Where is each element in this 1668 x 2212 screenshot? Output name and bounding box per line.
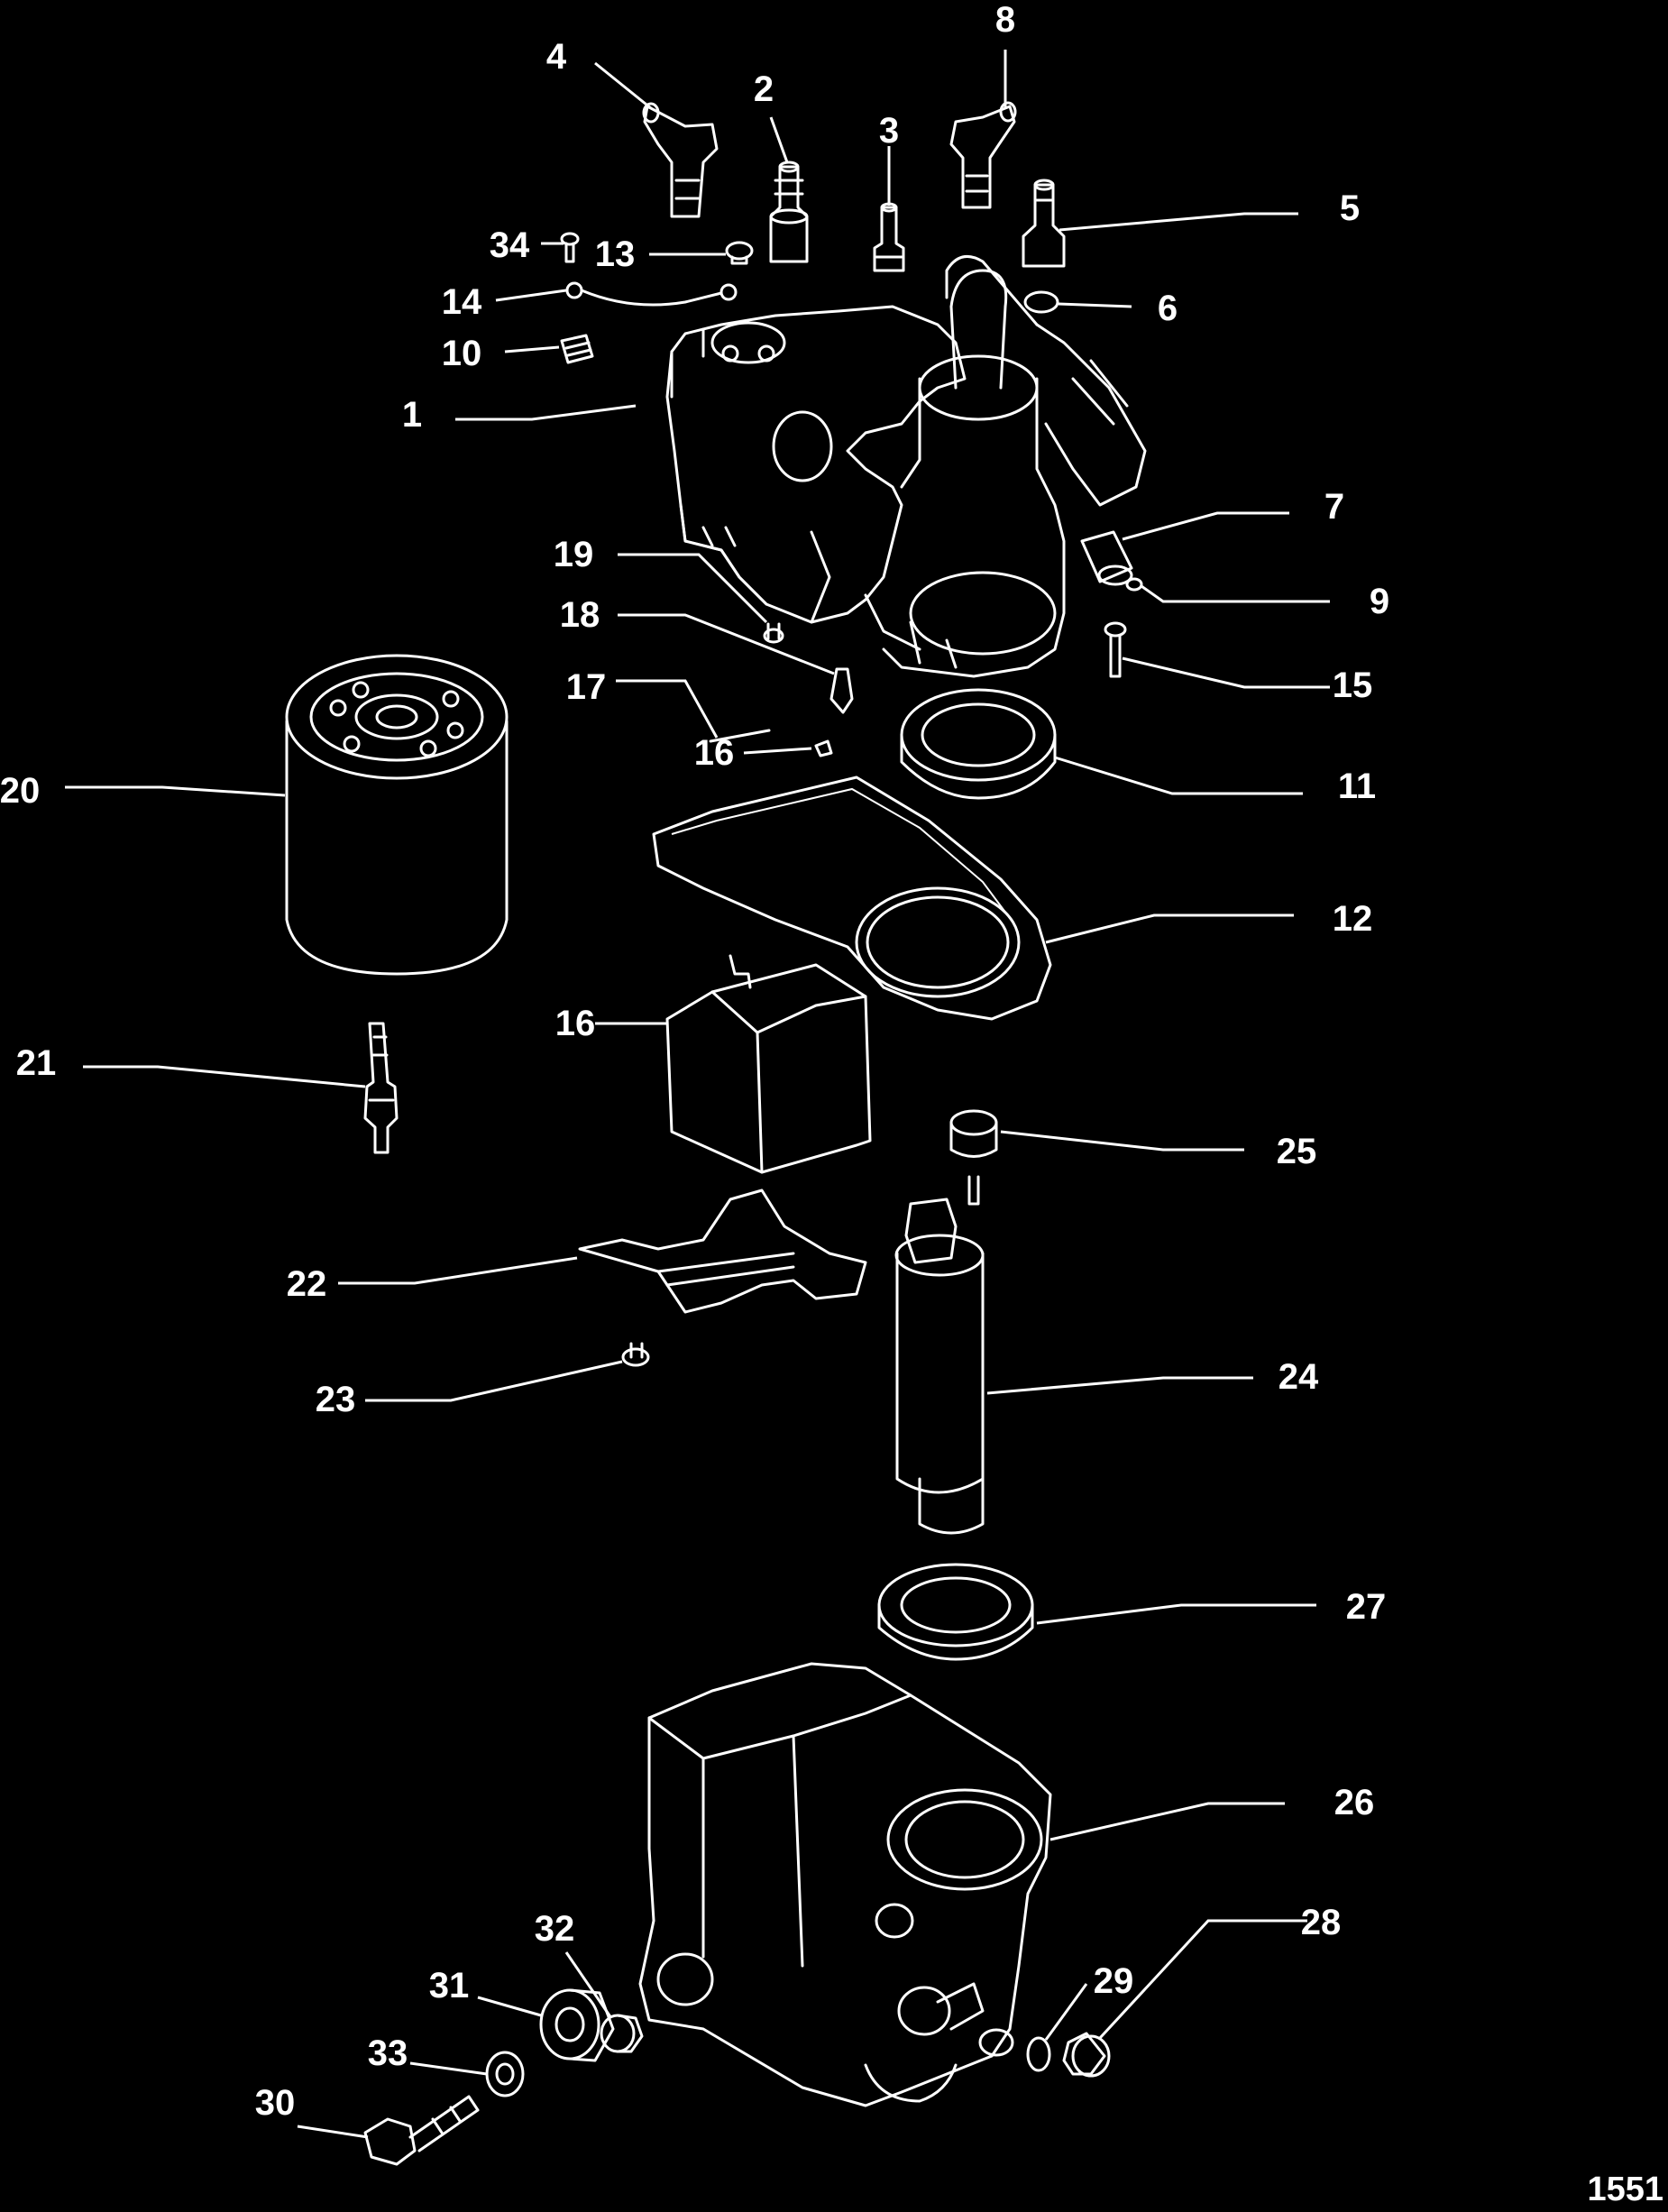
screw-part-34	[560, 232, 580, 263]
upper-housing-part	[665, 254, 1147, 678]
callout-7: 7	[1324, 487, 1344, 527]
callout-27: 27	[1346, 1587, 1387, 1627]
rod-part-17	[709, 729, 771, 743]
seal-ring-part-27	[877, 1563, 1034, 1661]
filter-part-20	[285, 654, 509, 976]
callout-11: 11	[1338, 766, 1376, 806]
leader-lines	[65, 50, 1330, 2139]
sensor-part-21	[363, 1022, 399, 1154]
callout-19: 19	[554, 535, 594, 574]
callout-31: 31	[429, 1966, 470, 2005]
elbow-fitting-part-8	[949, 101, 1017, 209]
callout-21: 21	[16, 1043, 57, 1083]
plug-part-31	[539, 1988, 615, 2062]
callout-32: 32	[535, 1909, 575, 1949]
callout-labels: 1 2 3 4 5 6 7 8 9 10 11 12 13 14 15 16 1…	[0, 0, 1389, 2123]
figure-id: 1551	[1587, 2171, 1663, 2208]
callout-20: 20	[0, 771, 40, 811]
gasket-part-12	[652, 776, 1052, 1021]
callout-9: 9	[1370, 582, 1389, 621]
callout-25: 25	[1277, 1132, 1317, 1171]
callout-33: 33	[368, 2033, 408, 2073]
callout-3: 3	[879, 111, 899, 151]
screw-part-13	[725, 241, 754, 265]
callout-17: 17	[566, 667, 607, 707]
callout-29: 29	[1094, 1961, 1134, 2001]
screw-part-19	[763, 622, 784, 644]
drain-plug-part-28	[1062, 2032, 1111, 2078]
callout-34: 34	[490, 225, 530, 265]
seal-ring-part-11	[900, 688, 1057, 800]
callout-12: 12	[1333, 899, 1373, 939]
bolt-part-30	[363, 2095, 480, 2166]
callout-18: 18	[560, 595, 600, 635]
callout-16-large: 16	[555, 1004, 596, 1043]
callout-28: 28	[1301, 1903, 1342, 1942]
callout-2: 2	[754, 69, 774, 109]
plug-part-32	[600, 2014, 644, 2053]
o-ring-part-29	[1026, 2036, 1051, 2072]
callout-6: 6	[1158, 289, 1178, 328]
fitting-part-5	[1022, 179, 1066, 268]
fuel-pump-part-24	[894, 1175, 985, 1535]
callout-22: 22	[287, 1264, 327, 1304]
callout-23: 23	[316, 1380, 356, 1419]
screw-part-23	[621, 1342, 650, 1367]
callout-10: 10	[442, 334, 482, 373]
lower-housing-part-26	[638, 1662, 1052, 2107]
callout-30: 30	[255, 2083, 296, 2123]
callout-5: 5	[1340, 188, 1360, 228]
clip-part-16-small	[814, 739, 833, 757]
callout-1: 1	[402, 395, 422, 435]
callout-15: 15	[1333, 665, 1373, 705]
elbow-fitting-part-4	[642, 102, 719, 218]
fitting-part-2	[769, 161, 809, 263]
washer-part-33	[485, 2051, 525, 2097]
callout-26: 26	[1334, 1783, 1375, 1822]
callout-16-small: 16	[694, 733, 735, 773]
callout-4: 4	[546, 37, 567, 77]
ground-strap-part-14	[565, 281, 738, 307]
fitting-part-7	[1080, 530, 1133, 586]
fitting-end-part-9	[1125, 577, 1143, 592]
sleeve-part-25	[949, 1109, 998, 1158]
cover-part-16-large	[665, 954, 872, 1174]
fitting-part-3	[873, 202, 905, 272]
screw-part-15	[1104, 621, 1127, 678]
callout-14: 14	[442, 282, 482, 322]
callout-13: 13	[595, 234, 636, 274]
callout-8: 8	[995, 0, 1015, 40]
plug-part-10	[560, 334, 594, 364]
o-ring-part-6	[1023, 290, 1059, 314]
bracket-part-22	[578, 1189, 867, 1314]
callout-24: 24	[1278, 1357, 1319, 1397]
pin-part-18	[829, 667, 854, 714]
